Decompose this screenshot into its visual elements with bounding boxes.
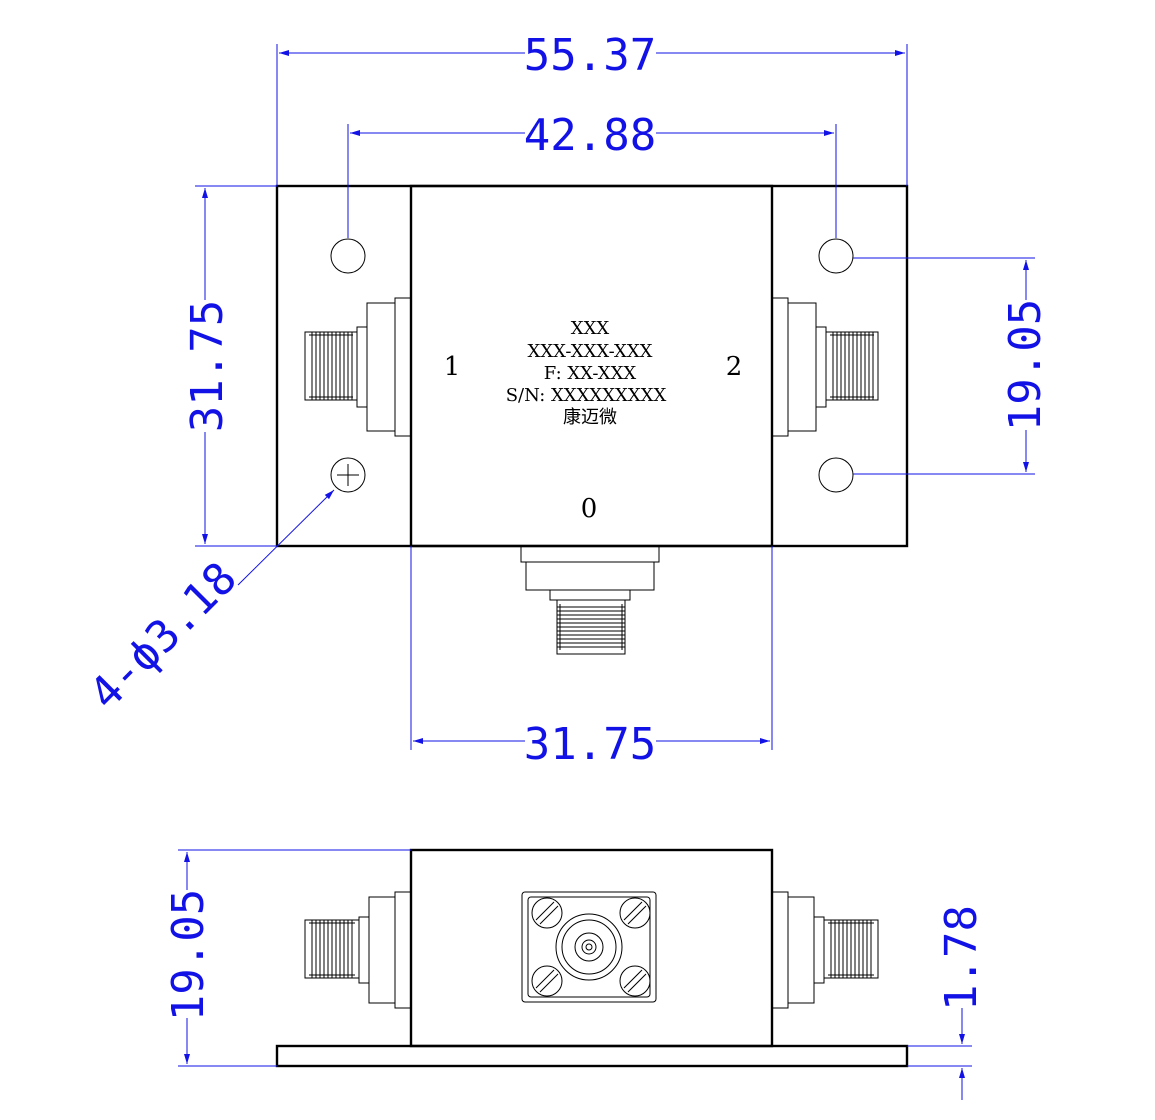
side-connector-left — [304, 891, 412, 1009]
mounting-hole-top-right — [818, 238, 854, 274]
label-line-1: XXX — [571, 318, 610, 339]
dim-overall-width: 55.37 — [276, 30, 908, 186]
svg-text:19.05: 19.05 — [163, 889, 214, 1021]
label-line-4: S/N: XXXXXXXXX — [506, 385, 667, 406]
hole-callout: 4-ϕ3.18 — [80, 489, 335, 720]
svg-text:4-ϕ3.18: 4-ϕ3.18 — [80, 553, 247, 720]
sma-connector-left — [304, 297, 412, 437]
dim-side-height: 19.05 — [163, 849, 411, 1067]
side-flange — [275, 1044, 909, 1068]
mounting-hole-bottom-right — [818, 457, 854, 493]
screw-bottom-right — [619, 965, 651, 997]
label-line-5: 康迈微 — [563, 407, 617, 428]
port-0-label: 0 — [581, 494, 598, 524]
hole-center-mark — [337, 464, 359, 486]
port-2-label: 2 — [726, 352, 743, 382]
screw-bottom-left — [531, 965, 563, 997]
sma-connector-bottom — [520, 545, 660, 655]
dim-body-height: 31.75 — [182, 185, 277, 547]
screw-top-right — [619, 897, 651, 929]
dim-hole-spacing-x: 42.88 — [347, 110, 837, 238]
label-line-2: XXX-XXX-XXX — [528, 341, 653, 362]
dim-body-width: 31.75 — [410, 546, 773, 770]
svg-text:31.75: 31.75 — [524, 719, 656, 770]
screw-top-left — [531, 897, 563, 929]
top-view: XXX XXX-XXX-XXX F: XX-XXX S/N: XXXXXXXXX… — [80, 30, 1051, 770]
side-connector-right — [771, 891, 879, 1009]
mounting-hole-top-left — [330, 238, 366, 274]
side-view: 19.05 1.78 — [163, 848, 987, 1100]
svg-text:42.88: 42.88 — [524, 110, 656, 161]
dim-flange-thickness: 1.78 — [907, 905, 987, 1100]
svg-text:55.37: 55.37 — [524, 30, 656, 81]
svg-text:31.75: 31.75 — [182, 300, 233, 432]
svg-text:19.05: 19.05 — [1000, 299, 1051, 431]
svg-text:1.78: 1.78 — [936, 905, 987, 1011]
front-connector-face — [521, 891, 657, 1003]
port-1-label: 1 — [444, 352, 461, 382]
label-line-3: F: XX-XXX — [544, 363, 637, 384]
sma-connector-right — [771, 297, 879, 437]
mounting-hole-bottom-left — [330, 457, 366, 493]
dim-hole-spacing-y: 19.05 — [853, 257, 1051, 475]
